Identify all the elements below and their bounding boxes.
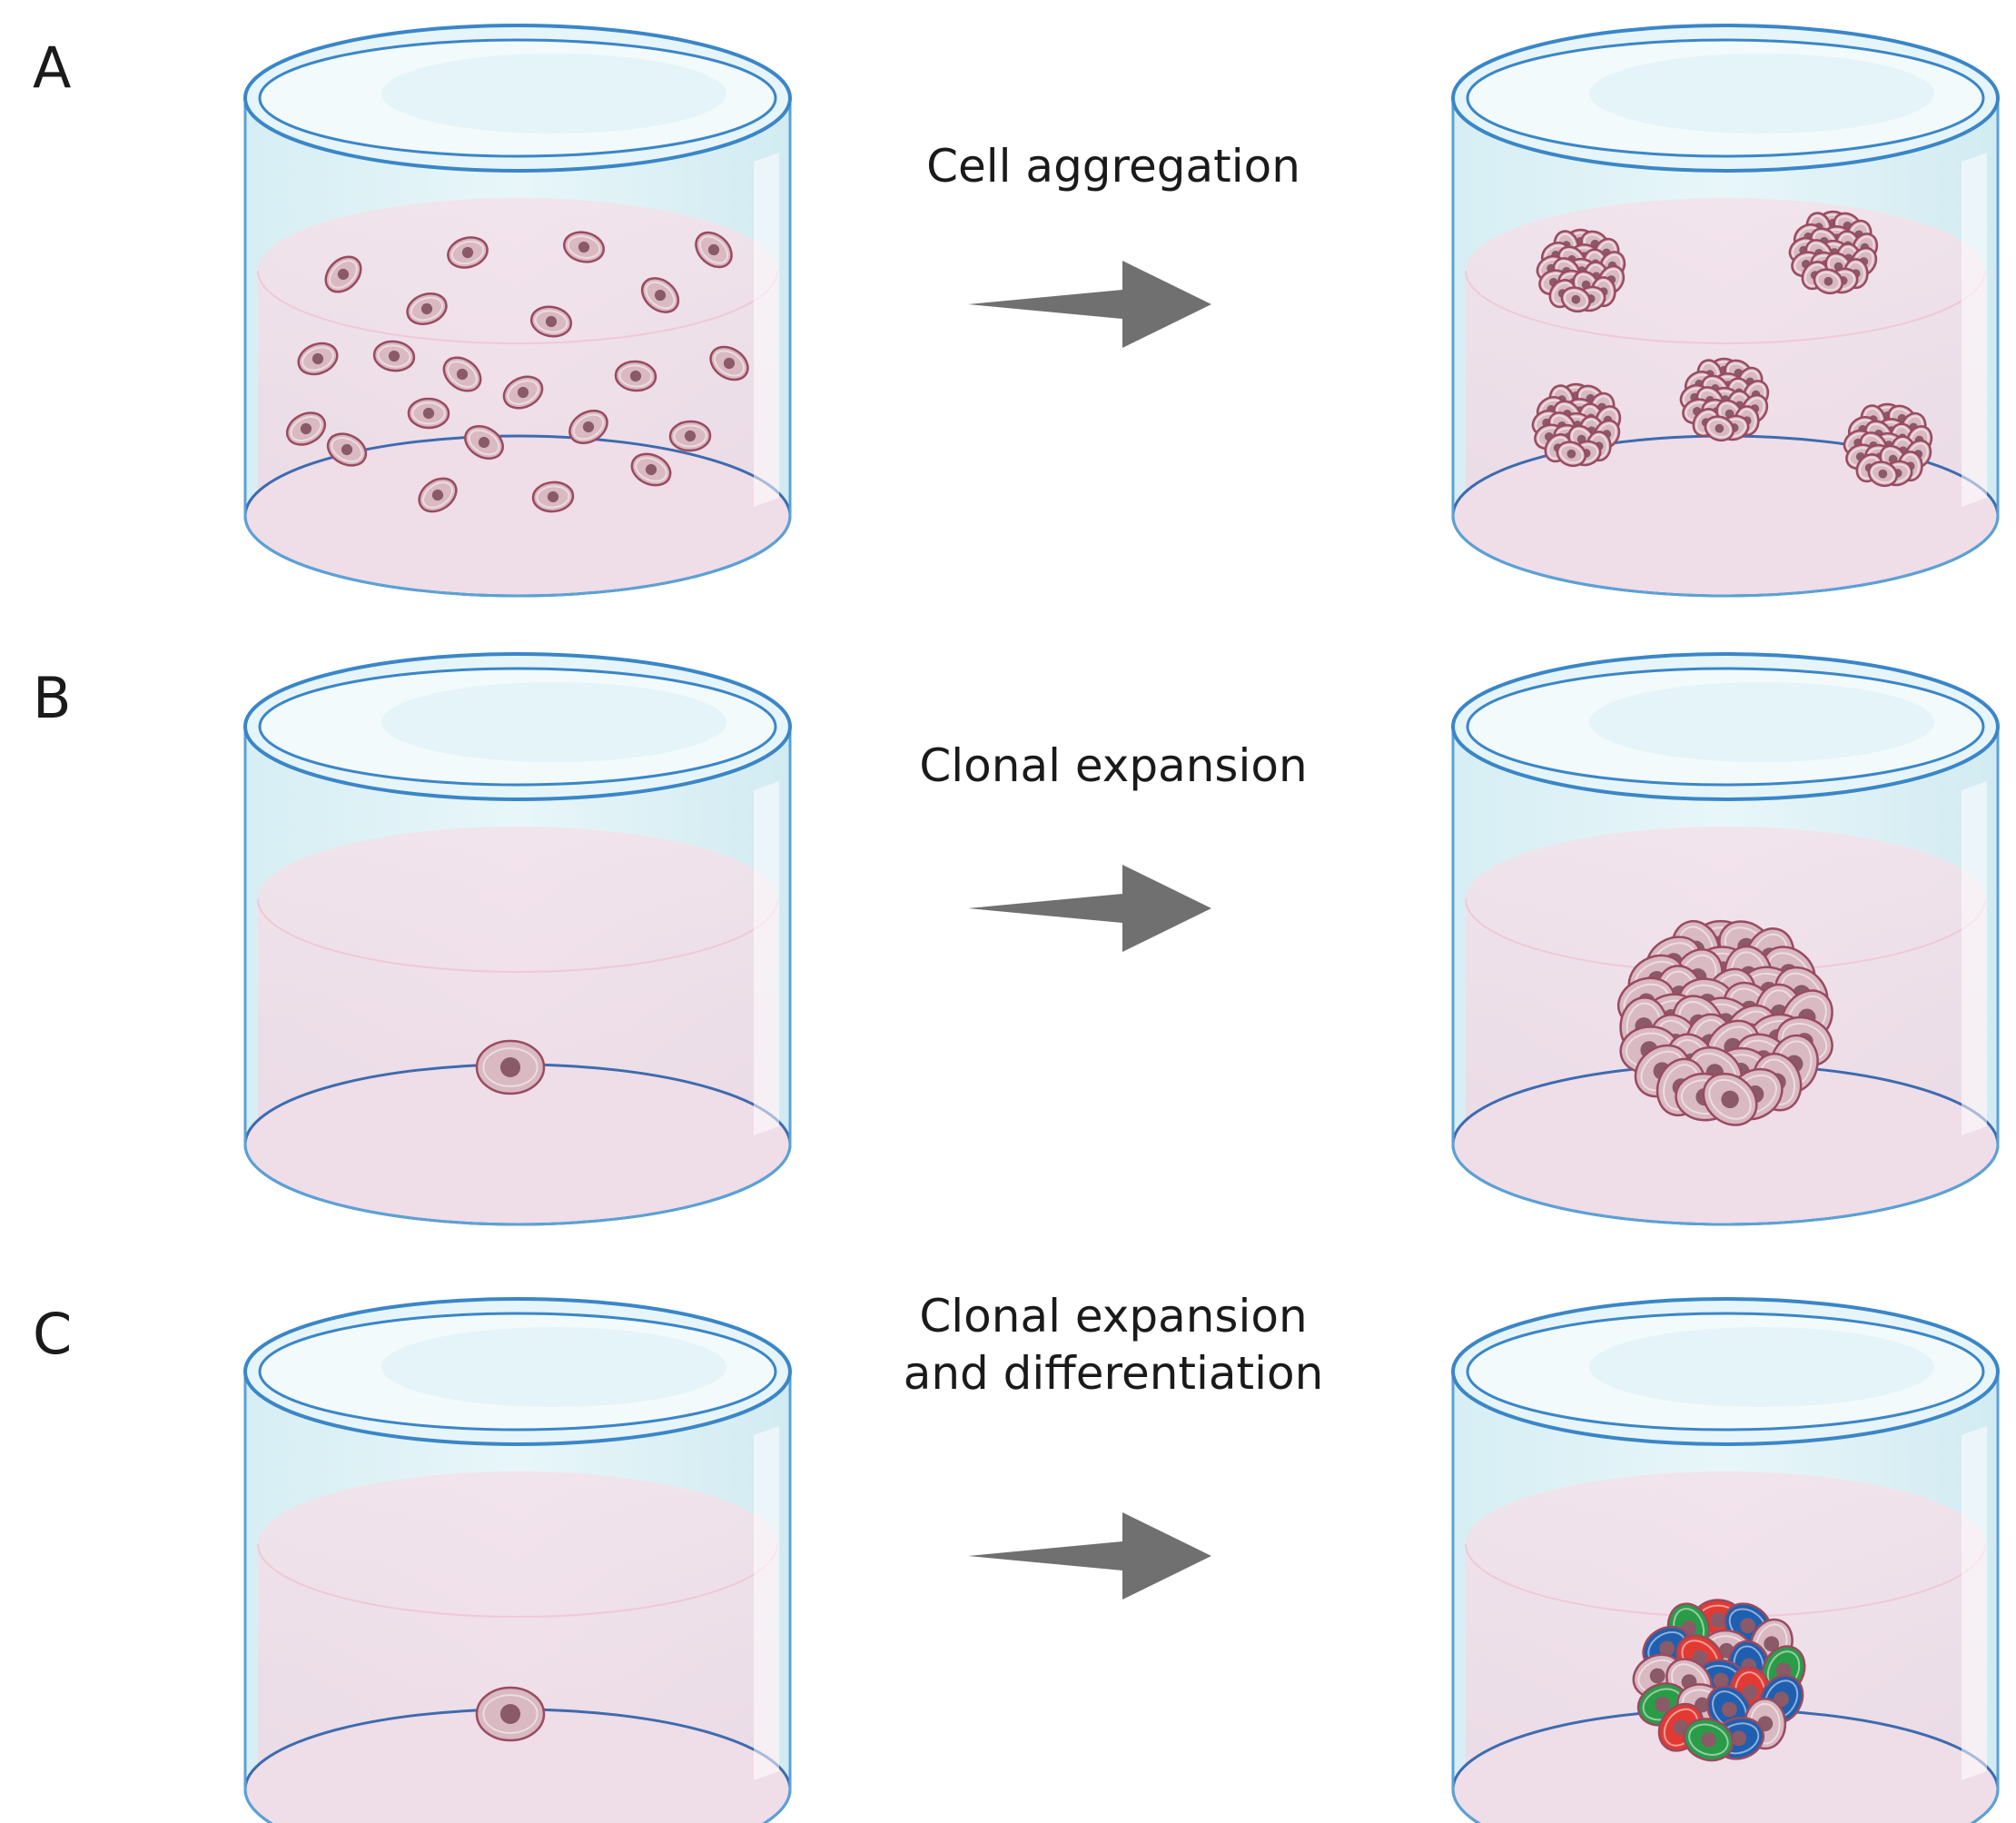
panel-a-process-line-1: Cell aggregation [926, 140, 1300, 193]
cell-icon [1556, 441, 1587, 468]
panel-b-process-label: Clonal expansion [796, 743, 1431, 788]
panel-a-end-dish [1451, 24, 2000, 598]
panel-b-arrow-right-icon [968, 865, 1211, 952]
cell-icon [297, 342, 339, 376]
cell-icon [324, 255, 362, 293]
cell-icon [372, 340, 416, 372]
panel-a-arrow-right-icon [968, 261, 1211, 348]
cell-icon [630, 452, 672, 487]
panel-c-start-dish [243, 1297, 792, 1823]
cell-icon [502, 375, 544, 410]
cell-icon [529, 305, 573, 338]
cell-icon [464, 425, 504, 460]
cell-icon [1560, 286, 1592, 313]
cell-icon [326, 432, 368, 467]
cell-icon [640, 277, 680, 313]
cell-cluster-icon [1843, 402, 1933, 488]
panel-b-start-dish [243, 652, 792, 1226]
cell-icon [406, 292, 448, 325]
cell-icon [475, 1039, 546, 1095]
cell-icon [447, 236, 489, 269]
cell-icon [531, 481, 575, 513]
cell-icon [1704, 415, 1735, 442]
cell-cluster-icon [1632, 1599, 1806, 1762]
cell-icon [407, 397, 450, 430]
panel-a-single-cells [285, 231, 749, 513]
cell-cluster-icon [1788, 210, 1879, 295]
cell-icon [475, 1686, 546, 1742]
cell-icon [418, 477, 458, 513]
cell-icon [1813, 268, 1844, 295]
cell-icon [563, 231, 605, 263]
cell-cluster-icon [1616, 919, 1833, 1126]
panel-a-start-dish [243, 24, 792, 598]
cell-icon [442, 356, 482, 392]
panel-c-process-label: Clonal expansion and differentiation [796, 1288, 1431, 1402]
panel-c-letter: C [33, 1301, 73, 1367]
cell-icon [568, 409, 608, 445]
cell-icon [668, 420, 712, 452]
cell-cluster-icon [1531, 382, 1622, 468]
cell-cluster-icon [1536, 228, 1626, 313]
panel-a-aggregates [1531, 210, 1933, 488]
cell-icon [614, 360, 657, 392]
panel-a-process-label: Cell aggregation [796, 144, 1431, 189]
panel-b-letter: B [33, 665, 72, 731]
panel-a-letter: A [33, 35, 72, 101]
panel-b-process-line-1: Clonal expansion [919, 739, 1308, 792]
cell-icon [1867, 461, 1899, 488]
cell-cluster-icon [1679, 357, 1770, 442]
cell-icon [1702, 1072, 1758, 1126]
panel-c-process-line-1: Clonal expansion [919, 1290, 1308, 1342]
cell-icon [1683, 1718, 1734, 1762]
cell-icon [695, 231, 733, 269]
cell-icon [709, 345, 749, 381]
cell-icon [285, 411, 327, 446]
panel-c-arrow-right-icon [968, 1512, 1211, 1600]
panel-c-process-line-2: and differentiation [903, 1346, 1324, 1400]
